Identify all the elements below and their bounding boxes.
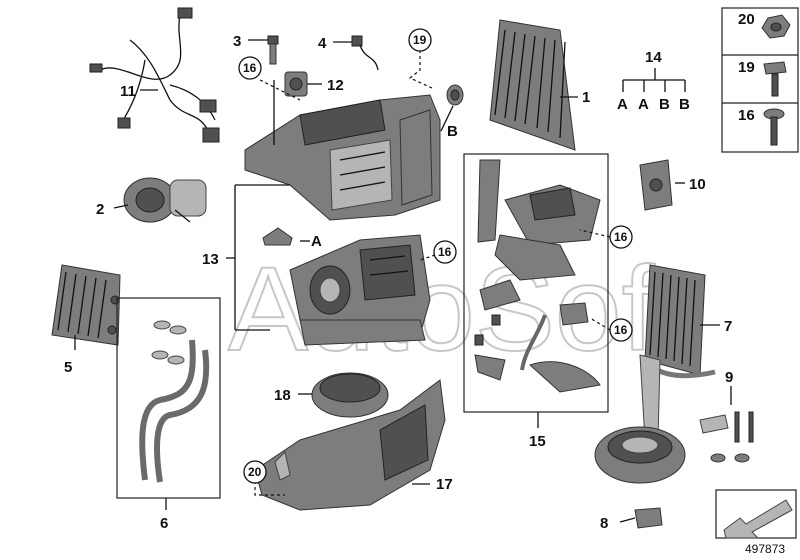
blower-motor-part[interactable] [123, 177, 207, 223]
circled-refs: 19 16 16 16 16 20 [238, 28, 633, 484]
callout-7: 7 [724, 318, 732, 335]
connector-b: B [447, 123, 458, 140]
callout-2: 2 [96, 201, 104, 218]
callout-1: 1 [582, 89, 590, 106]
callout-10: 10 [689, 176, 706, 193]
nut-icon [761, 14, 791, 39]
group-15-box [463, 153, 609, 413]
ref-16-housing: 16 [438, 245, 452, 259]
grommet-part[interactable] [262, 227, 293, 246]
watermark: AutoSoft [228, 242, 688, 376]
view-direction-box [715, 489, 797, 539]
flap-kit-parts[interactable] [474, 159, 601, 393]
bolt-icon [763, 108, 785, 146]
callout-9: 9 [725, 369, 733, 386]
small-sensor-part[interactable] [634, 507, 663, 529]
leader-lines [74, 39, 732, 523]
hardware-panel: 20 19 16 [721, 7, 799, 153]
screw-icon [763, 61, 787, 97]
callout-4: 4 [318, 35, 327, 52]
pipe-kit-part[interactable] [139, 320, 210, 483]
ref-16-top: 16 [243, 61, 257, 75]
hardware-label-20: 20 [738, 11, 755, 28]
hardware-label-19: 19 [738, 59, 755, 76]
fastening-kit-part[interactable] [699, 411, 754, 463]
seal-ring-part[interactable] [311, 372, 389, 418]
view-arrow-icon [723, 499, 793, 539]
flap-actuator-part[interactable] [639, 159, 673, 211]
group14-item-a2: A [638, 96, 649, 113]
group-6-box [116, 297, 221, 499]
actuator-part[interactable] [284, 71, 308, 97]
callout-14: 14 [645, 49, 662, 66]
callout-17: 17 [436, 476, 453, 493]
hvac-housing-upper[interactable] [244, 94, 441, 221]
diagram-id: 497873 [745, 542, 785, 556]
duct-bracket-part[interactable] [254, 379, 446, 511]
callout-6: 6 [160, 515, 168, 532]
connector-a-lower: A [311, 233, 322, 250]
expansion-pipe-part[interactable] [594, 354, 686, 484]
callout-11: 11 [120, 83, 136, 100]
ref-16-flap-lower: 16 [614, 323, 628, 337]
callout-3: 3 [233, 33, 241, 50]
temperature-sensor-part[interactable] [351, 35, 379, 71]
callout-12: 12 [327, 77, 344, 94]
callout-15: 15 [529, 433, 546, 450]
group14-item-a1: A [617, 96, 628, 113]
sensor-part[interactable] [267, 35, 279, 65]
ref-16-flap-upper: 16 [614, 230, 628, 244]
group-14-letters: A A B B [617, 96, 690, 113]
hardware-label-16: 16 [738, 107, 755, 124]
heater-core-part[interactable] [51, 264, 121, 346]
ref-19: 19 [413, 33, 427, 47]
group14-item-b1: B [659, 96, 670, 113]
cap-part[interactable] [446, 84, 464, 106]
callout-8: 8 [600, 515, 608, 532]
hvac-housing-lower[interactable] [289, 234, 431, 346]
ref-20: 20 [248, 465, 262, 479]
group14-item-b2: B [679, 96, 690, 113]
wiring-harness-part[interactable] [89, 7, 220, 143]
cabin-filter-part[interactable] [489, 19, 576, 151]
callouts: 1 2 3 4 5 6 7 8 9 10 11 12 13 14 15 17 1… [64, 33, 733, 532]
callout-5: 5 [64, 359, 72, 376]
callout-13: 13 [202, 251, 219, 268]
callout-18: 18 [274, 387, 291, 404]
